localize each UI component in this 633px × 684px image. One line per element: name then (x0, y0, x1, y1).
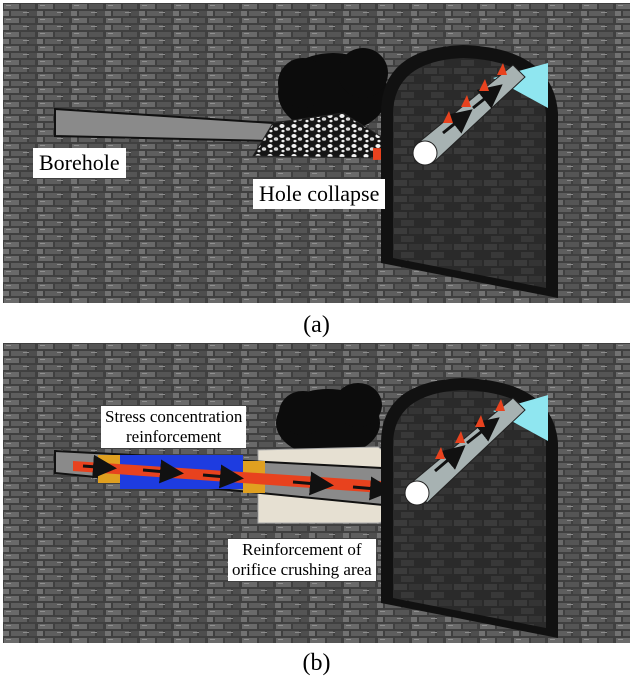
panel-b: Stress concentration reinforcement Reinf… (3, 343, 630, 643)
pipe-end (412, 140, 438, 166)
pipe-end (404, 480, 430, 506)
panel-a-scene (3, 3, 630, 303)
fracture-cloud (276, 383, 382, 457)
caption-a: (a) (303, 312, 330, 338)
drainage-pipe (404, 397, 526, 506)
orifice-label-line1: Reinforcement of (242, 540, 362, 559)
stress-label-line1: Stress concentration (105, 407, 243, 426)
fracture-cloud (278, 48, 388, 133)
stress-label-line2: reinforcement (126, 427, 222, 446)
caption-b: (b) (302, 650, 331, 676)
collapse-rubble (252, 112, 384, 159)
drainage-pipe (412, 63, 526, 166)
borehole-label: Borehole (33, 148, 126, 178)
orifice-label-line2: orifice crushing area (232, 560, 372, 579)
panel-b-scene (3, 343, 630, 643)
panel-a: Borehole Hole collapse (3, 3, 630, 303)
sky-opening (493, 395, 548, 441)
orifice-reinforcement-label: Reinforcement of orifice crushing area (228, 539, 376, 581)
tunnel-portal (381, 45, 558, 298)
stress-concentration-label: Stress concentration reinforcement (101, 406, 247, 448)
tunnel-portal (381, 378, 558, 638)
hole-collapse-label: Hole collapse (253, 179, 386, 209)
